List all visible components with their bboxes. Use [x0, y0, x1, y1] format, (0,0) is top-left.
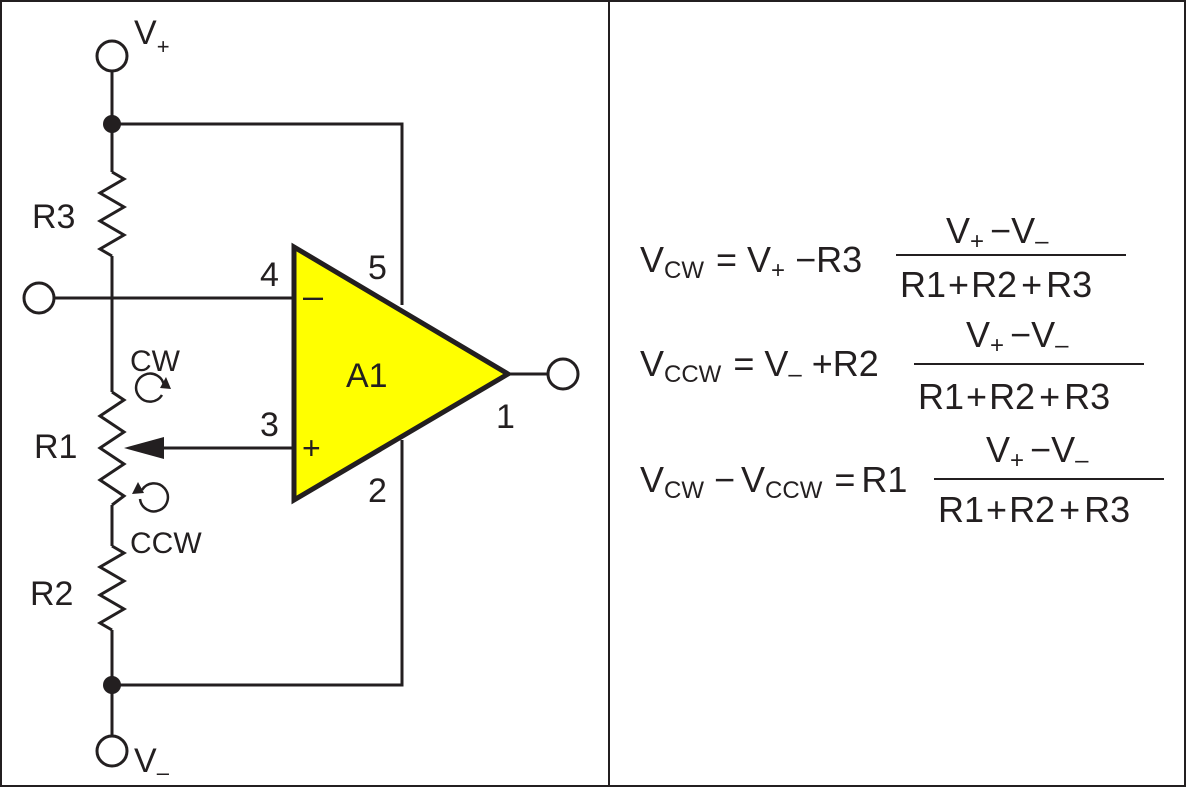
svg-text:V+−V–: V+−V– [966, 314, 1069, 359]
svg-text:R1+R2+R3: R1+R2+R3 [900, 264, 1092, 305]
pin-4-label: 4 [260, 256, 279, 294]
resistor-r2-symbol [97, 544, 127, 632]
resistor-r3-label: R3 [32, 198, 75, 236]
svg-text:VCCW=V–+R2: VCCW=V–+R2 [640, 343, 879, 388]
noninverting-input-symbol: + [302, 430, 321, 466]
ccw-label: CCW [130, 527, 202, 560]
junction-dot-bottom [103, 676, 121, 694]
vminus-label: V– [134, 742, 170, 785]
terminal-input [22, 281, 56, 315]
ccw-arrowhead [132, 482, 144, 494]
pin-2-label: 2 [368, 472, 387, 510]
resistor-r2-label: R2 [30, 575, 73, 613]
equation-vcw: VCW=V+−R3 V+−V– R1+R2+R3 [640, 210, 1126, 305]
resistor-r1-label: R1 [34, 428, 77, 466]
cw-label: CW [130, 345, 181, 378]
cw-rotation-icon [134, 372, 166, 403]
inverting-input-symbol: – [303, 275, 323, 316]
ccw-rotation-icon [138, 482, 170, 513]
pin-1-label: 1 [496, 398, 515, 436]
resistor-r1-symbol [97, 390, 127, 507]
terminal-vplus [95, 39, 129, 73]
svg-text:VCW=V+−R3: VCW=V+−R3 [640, 239, 862, 284]
svg-text:VCW−VCCW=R1: VCW−VCCW=R1 [640, 459, 907, 504]
schematic [54, 71, 548, 736]
svg-text:V+−V–: V+−V– [946, 210, 1049, 255]
wire-supply-pin2 [112, 440, 404, 687]
vplus-label: V+ [134, 14, 170, 59]
amplifier-a1-body [291, 242, 513, 505]
junction-dot-top [103, 115, 121, 133]
cw-arrowhead [160, 377, 171, 389]
equation-vccw: VCCW=V–+R2 V+−V– R1+R2+R3 [640, 314, 1144, 417]
wiper-arrow-icon [124, 437, 164, 459]
svg-text:R1+R2+R3: R1+R2+R3 [938, 489, 1130, 530]
amplifier-name-label: A1 [346, 357, 388, 395]
svg-text:R1+R2+R3: R1+R2+R3 [918, 376, 1110, 417]
wire-supply-pin5 [112, 122, 404, 305]
pin-5-label: 5 [368, 249, 387, 287]
svg-text:V+−V–: V+−V– [986, 429, 1089, 474]
pin-3-label: 3 [260, 406, 279, 444]
equation-vcw-minus-vccw: VCW−VCCW=R1 V+−V– R1+R2+R3 [640, 429, 1164, 530]
terminal-vminus [95, 734, 129, 768]
resistor-r3-symbol [97, 170, 127, 258]
terminal-output [546, 357, 580, 391]
